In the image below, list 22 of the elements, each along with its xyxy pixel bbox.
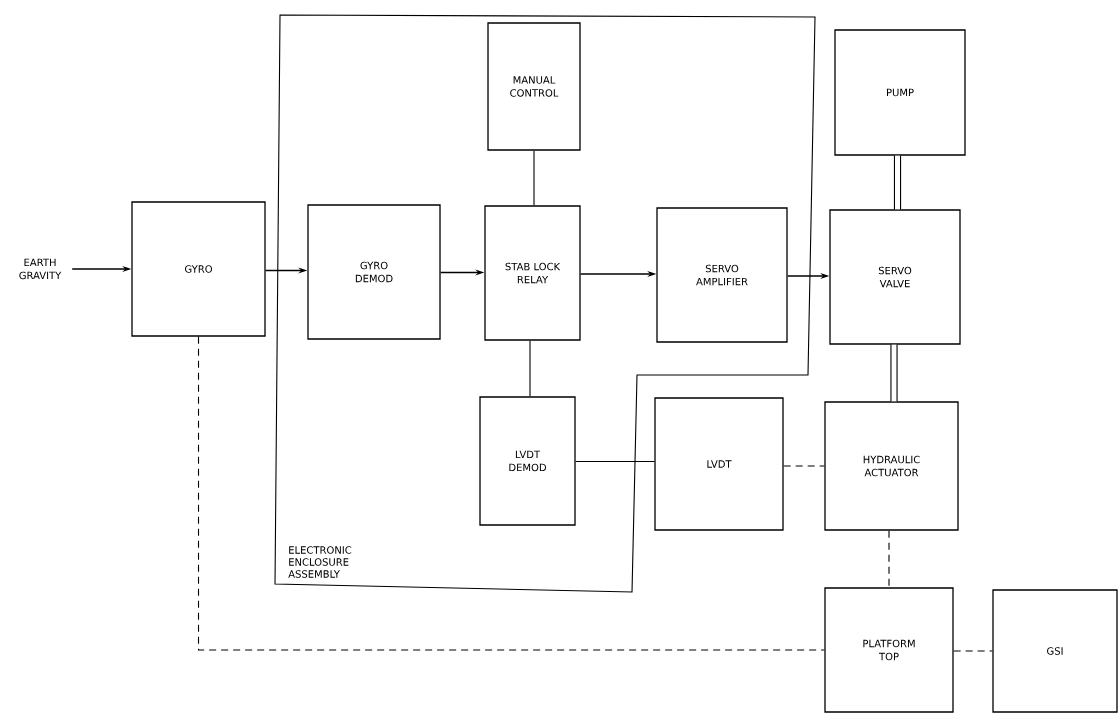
block-box: PUMP bbox=[834, 29, 966, 156]
connector-line bbox=[575, 460, 655, 463]
connector-line bbox=[529, 340, 531, 397]
block-box: MANUAL CONTROL bbox=[487, 22, 581, 151]
connector-line bbox=[890, 344, 898, 402]
connector-line bbox=[953, 650, 993, 652]
block-box: PLATFORM TOP bbox=[824, 587, 954, 713]
connector-line bbox=[533, 150, 535, 206]
block-box: LVDT DEMOD bbox=[479, 396, 576, 526]
connector-line bbox=[197, 336, 825, 651]
block-box: GSI bbox=[992, 589, 1118, 713]
block-box: GYRO DEMOD bbox=[307, 204, 441, 340]
block-box: LVDT bbox=[654, 397, 784, 531]
connector-line bbox=[888, 530, 890, 588]
block-box: SERVO AMPLIFIER bbox=[656, 207, 788, 343]
connector-line bbox=[893, 155, 902, 210]
connector-line bbox=[783, 465, 825, 467]
input-label: EARTH GRAVITY bbox=[19, 258, 62, 280]
block-box: GYRO bbox=[131, 201, 266, 337]
block-box: HYDRAULIC ACTUATOR bbox=[824, 401, 959, 531]
block-box: SERVO VALVE bbox=[829, 209, 961, 345]
block-box: STAB LOCK RELAY bbox=[484, 205, 581, 341]
